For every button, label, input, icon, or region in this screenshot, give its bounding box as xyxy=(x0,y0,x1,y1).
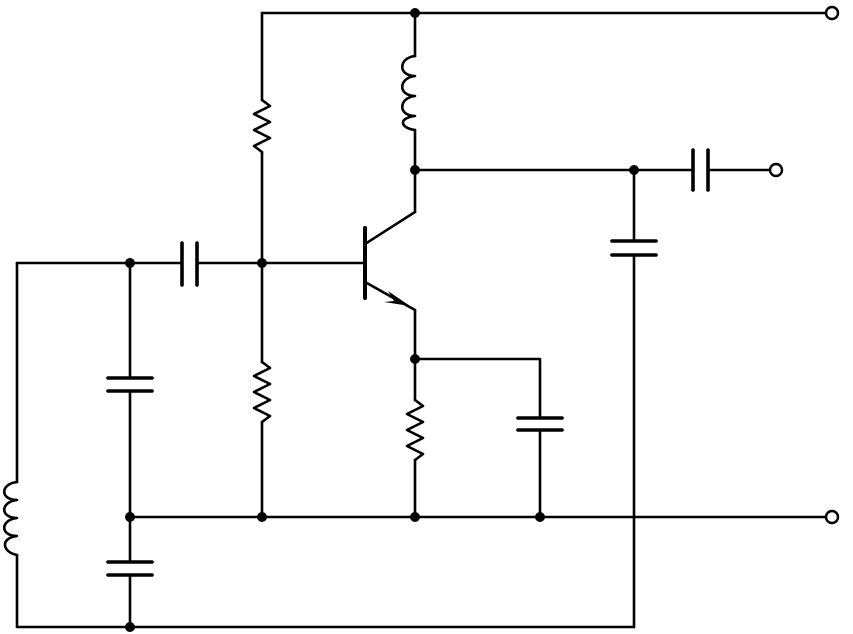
ground-terminal xyxy=(824,509,840,525)
capacitor-tank-upper xyxy=(106,376,154,393)
supply-terminal xyxy=(824,5,840,21)
capacitor-coupling-base xyxy=(180,241,199,287)
capacitor-feedback xyxy=(610,239,658,257)
junction-dot xyxy=(257,512,267,522)
capacitor-emitter-bypass xyxy=(516,416,564,432)
transistor-q1 xyxy=(363,210,417,312)
inductor-tank xyxy=(2,480,19,557)
resistor-bias-lower xyxy=(252,360,272,424)
capacitor-output xyxy=(691,148,710,192)
junction-dot xyxy=(410,354,420,364)
junction-dot xyxy=(257,258,267,268)
junction-dot xyxy=(125,258,135,268)
tank-left-bottom-wire xyxy=(15,553,636,629)
resistor-emitter xyxy=(405,398,425,462)
junction-dot xyxy=(125,512,135,522)
capacitor-tank-lower xyxy=(106,560,154,577)
junction-dot xyxy=(629,165,639,175)
emitter-arrow-icon xyxy=(384,291,410,306)
junction-dot xyxy=(535,512,545,522)
bypass-top-wire xyxy=(413,357,542,420)
inductor-collector xyxy=(400,54,417,132)
junction-dot xyxy=(125,622,135,632)
resistor-bias-upper xyxy=(252,98,272,154)
junction-dot xyxy=(410,8,420,18)
output-terminal xyxy=(768,162,784,178)
junction-dot xyxy=(410,512,420,522)
junction-dot xyxy=(410,165,420,175)
